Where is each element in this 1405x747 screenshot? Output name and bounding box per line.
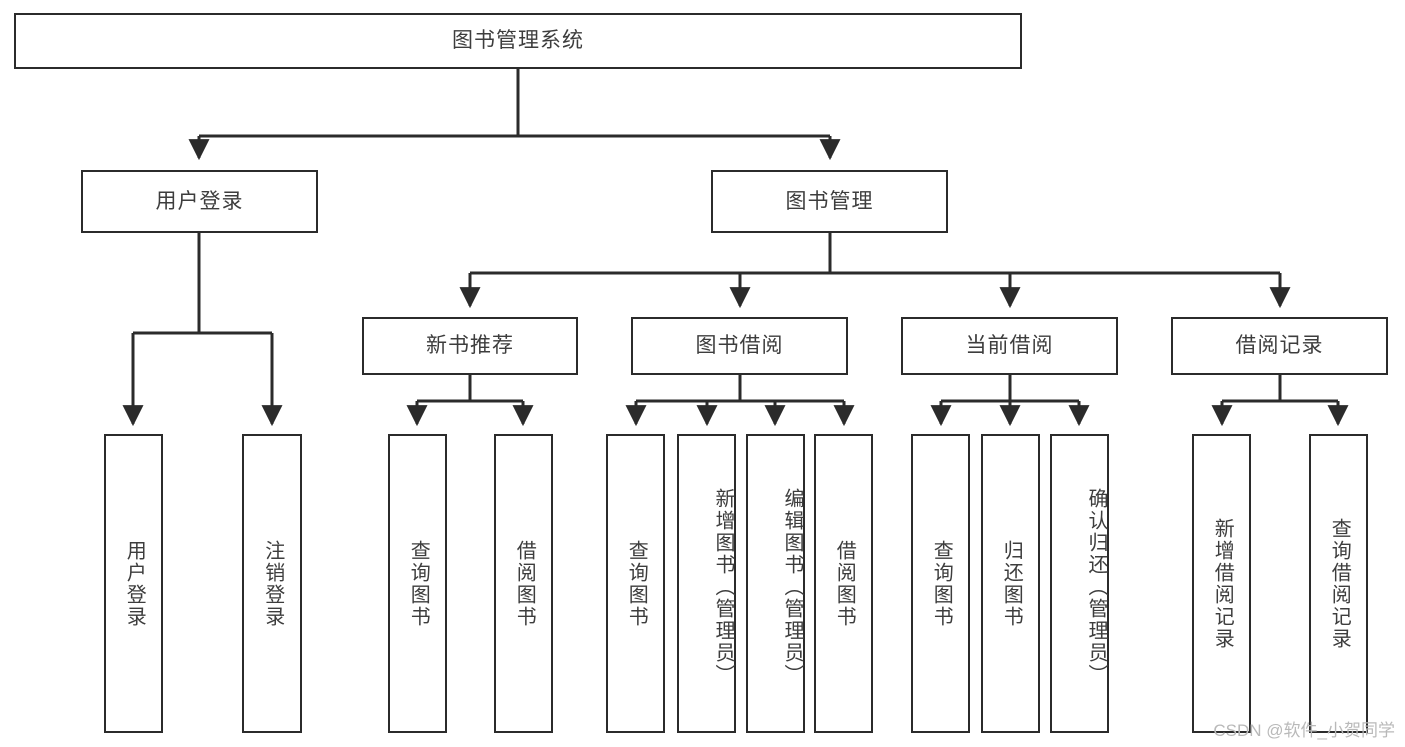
node-label: 编辑图书（管理员） [781, 487, 803, 686]
node-label: 查询图书 [407, 539, 430, 628]
node-label: 新书推荐 [426, 334, 514, 358]
node-label: 查询图书 [930, 539, 953, 628]
node-book-borrow[interactable]: 图书借阅 [631, 317, 848, 375]
csdn-watermark: CSDN @软件_小贺同学 [1213, 721, 1395, 740]
leaf-borrow-add-book-admin[interactable]: 新增图书（管理员） [677, 434, 736, 733]
node-label: 图书借阅 [695, 334, 784, 358]
node-label: 图书管理系统 [452, 29, 584, 53]
node-label: 归还图书 [1000, 539, 1023, 628]
node-root-system[interactable]: 图书管理系统 [14, 13, 1022, 69]
node-label: 用户登录 [155, 189, 244, 213]
node-current-borrow[interactable]: 当前借阅 [901, 317, 1118, 375]
node-label: 当前借阅 [965, 334, 1054, 358]
node-new-book-recommend[interactable]: 新书推荐 [362, 317, 578, 375]
leaf-user-login-signout[interactable]: 注销登录 [242, 434, 302, 733]
node-label: 借阅图书 [833, 539, 856, 628]
node-label: 用户登录 [123, 539, 146, 628]
node-label: 确认归还（管理员） [1085, 487, 1107, 686]
leaf-current-confirm-return-admin[interactable]: 确认归还（管理员） [1050, 434, 1109, 733]
leaf-user-login-signin[interactable]: 用户登录 [104, 434, 163, 733]
node-borrow-record[interactable]: 借阅记录 [1171, 317, 1388, 375]
leaf-current-query-book[interactable]: 查询图书 [911, 434, 970, 733]
node-label: 注销登录 [261, 539, 284, 628]
node-label: 新增借阅记录 [1211, 517, 1234, 650]
leaf-recommend-query-book[interactable]: 查询图书 [388, 434, 447, 733]
leaf-borrow-borrow-book[interactable]: 借阅图书 [814, 434, 873, 733]
node-label: 查询借阅记录 [1328, 517, 1351, 650]
node-label: 借阅记录 [1235, 334, 1324, 358]
leaf-borrow-edit-book-admin[interactable]: 编辑图书（管理员） [746, 434, 805, 733]
node-book-management[interactable]: 图书管理 [711, 170, 948, 233]
node-label: 新增图书（管理员） [712, 487, 734, 686]
leaf-current-return-book[interactable]: 归还图书 [981, 434, 1040, 733]
leaf-record-query-record[interactable]: 查询借阅记录 [1309, 434, 1368, 733]
node-label: 图书管理 [785, 189, 874, 213]
node-user-login[interactable]: 用户登录 [81, 170, 318, 233]
node-label: 借阅图书 [513, 539, 536, 628]
leaf-record-add-record[interactable]: 新增借阅记录 [1192, 434, 1251, 733]
node-label: 查询图书 [625, 539, 648, 628]
leaf-borrow-query-book[interactable]: 查询图书 [606, 434, 665, 733]
leaf-recommend-borrow-book[interactable]: 借阅图书 [494, 434, 553, 733]
